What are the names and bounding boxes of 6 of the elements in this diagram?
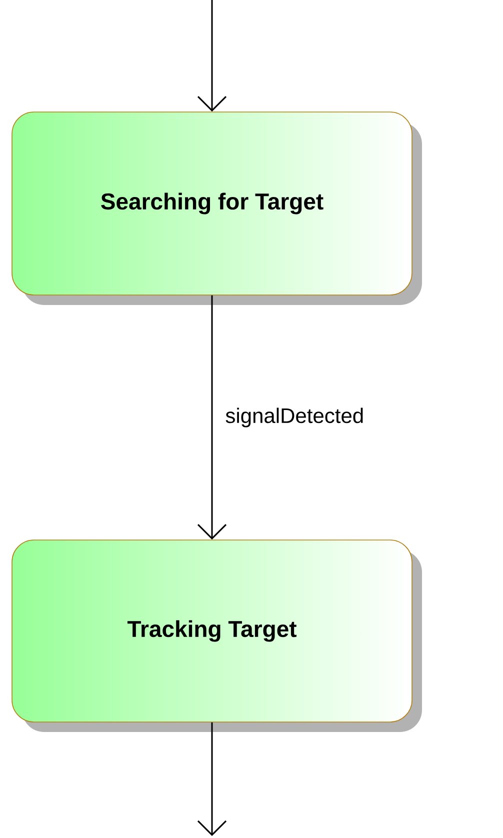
arrow xyxy=(197,722,227,836)
state-box: Tracking Target xyxy=(12,540,422,732)
edge-label: signalDetected xyxy=(226,408,363,428)
arrow xyxy=(197,0,227,112)
state-box: Searching for Target xyxy=(12,112,422,305)
arrow xyxy=(197,295,227,540)
